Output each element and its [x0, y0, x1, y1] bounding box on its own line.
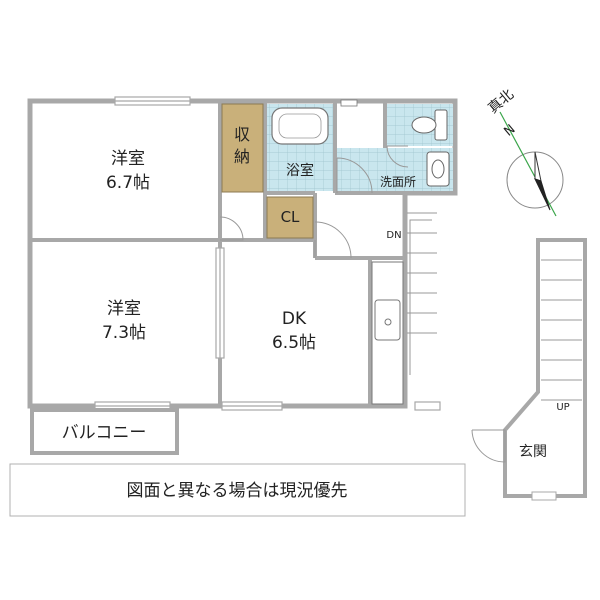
dk-size: 6.5帖 — [272, 333, 316, 353]
toilet-icon — [411, 109, 448, 141]
notice-box — [9, 463, 466, 517]
entrance-unit-walls — [503, 238, 587, 498]
bath-label: 浴室 — [286, 162, 314, 179]
storage-label-bottom: 納 — [234, 147, 250, 166]
western-room-a-name: 洋室 — [111, 149, 145, 169]
windows — [94, 96, 441, 411]
closet-label: CL — [281, 208, 300, 226]
western-room-b-size: 7.3帖 — [102, 323, 146, 343]
bathtub-icon — [271, 107, 329, 145]
western-room-b-name: 洋室 — [107, 299, 141, 319]
entrance-label: 玄関 — [519, 443, 547, 460]
western-room-a-size: 6.7帖 — [106, 173, 150, 193]
north-label: N — [501, 122, 518, 140]
staircase-down — [407, 212, 437, 375]
true-north-label: 真北 — [485, 87, 517, 117]
closet-area — [266, 196, 314, 239]
stairs-up-label: UP — [556, 402, 569, 413]
dk-name: DK — [282, 309, 307, 329]
washroom-label: 洗面所 — [380, 175, 416, 189]
notice-text: 図面と異なる場合は現況優先 — [127, 481, 348, 501]
stairs-down-label: DN — [386, 230, 401, 241]
storage-area — [221, 103, 264, 193]
balcony-label: バルコニー — [62, 423, 147, 443]
interior-walls — [30, 101, 405, 406]
wash-basin-icon — [426, 151, 450, 187]
entrance-door-swing — [471, 429, 506, 463]
storage-label-top: 収 — [234, 125, 250, 144]
kitchen-counter — [371, 261, 404, 405]
door-swings — [219, 145, 409, 259]
staircase-up — [541, 259, 582, 401]
compass: 真北 N — [485, 87, 564, 217]
balcony — [30, 408, 179, 455]
